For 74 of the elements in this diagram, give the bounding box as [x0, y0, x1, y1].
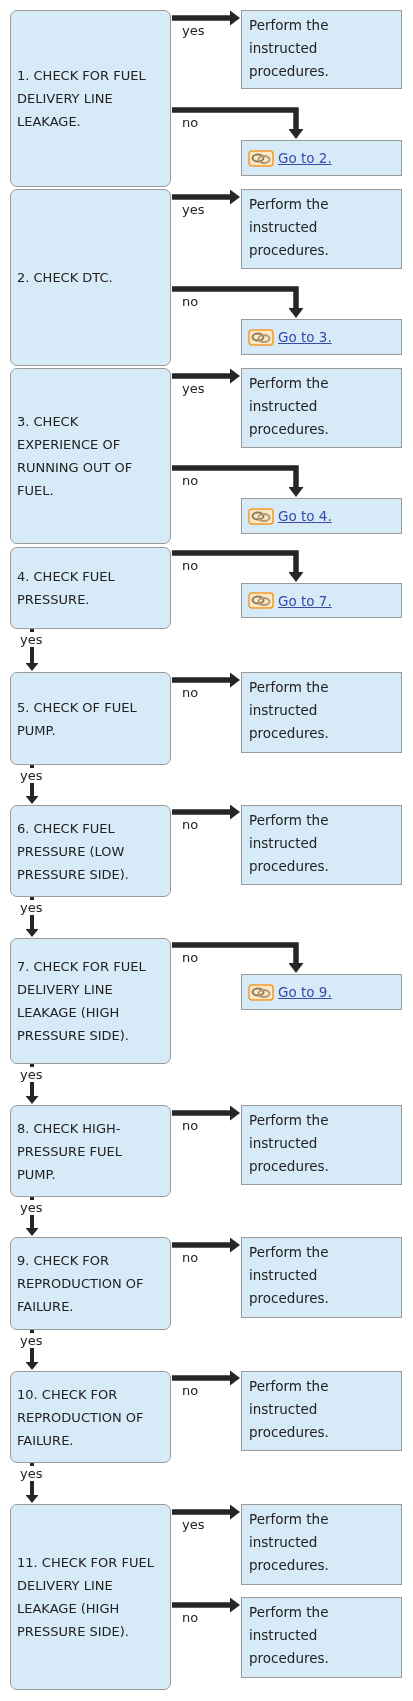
- step-text: 6. CHECK FUEL PRESSURE (LOW PRESSURE SIDE).: [17, 819, 130, 884]
- step-box: [10, 672, 171, 765]
- arrow: [172, 368, 240, 384]
- step-text: 4. CHECK FUEL PRESSURE.: [17, 568, 116, 609]
- action-text: Perform the instructed procedures.: [249, 374, 330, 439]
- link: Go to 7.: [278, 592, 332, 609]
- step-box: [10, 10, 171, 187]
- action-text: Perform the instructed procedures.: [249, 16, 330, 81]
- step-text: 10. CHECK FOR REPRODUCTION OF FAILURE.: [17, 1385, 145, 1450]
- arrow: [172, 465, 304, 497]
- arrow: [172, 1370, 240, 1386]
- step-box: [10, 938, 171, 1064]
- action-text: Perform the instructed procedures.: [249, 195, 330, 260]
- link: Go to 2.: [278, 150, 332, 166]
- arrow: [172, 1504, 240, 1520]
- arrow: [172, 189, 240, 205]
- action-text: Perform the instructed procedures.: [249, 1377, 330, 1442]
- action-box: [241, 1504, 402, 1585]
- step-text: 7. CHECK FOR FUEL DELIVERY LINE LEAKAGE (HIGH PRESSURE SIDE).: [17, 958, 147, 1045]
- link-box: [241, 583, 402, 618]
- arrow: [172, 1237, 240, 1253]
- step-box: [10, 189, 171, 366]
- edge-label: yes: [19, 768, 44, 783]
- arrow: [172, 942, 304, 973]
- step-box: [10, 1504, 171, 1690]
- step-box: [10, 1105, 171, 1197]
- step-box: [10, 368, 171, 544]
- step-box: [10, 547, 171, 629]
- link: Go to 3.: [278, 329, 332, 345]
- action-box: [241, 672, 402, 753]
- action-box: [241, 1237, 402, 1318]
- step-box: [10, 805, 171, 897]
- action-text: Perform the instructed procedures.: [249, 811, 330, 876]
- action-box: [241, 10, 402, 89]
- link: Go to 4.: [278, 508, 332, 524]
- arrow: [172, 286, 304, 318]
- link-box: [241, 974, 402, 1010]
- action-box: [241, 189, 402, 269]
- action-text: Perform the instructed procedures.: [249, 678, 330, 743]
- action-box: [241, 1597, 402, 1678]
- step-text: 2. CHECK DTC.: [17, 269, 113, 287]
- step-text: 1. CHECK FOR FUEL DELIVERY LINE LEAKAGE.: [17, 67, 147, 131]
- action-text: Perform the instructed procedures.: [249, 1510, 330, 1575]
- edge-label: yes: [19, 900, 44, 915]
- step-box: [10, 1371, 171, 1463]
- edge-label: yes: [19, 1067, 44, 1082]
- edge-label: yes: [19, 1200, 44, 1215]
- arrow: [172, 107, 304, 139]
- step-text: 8. CHECK HIGH-PRESSURE FUEL PUMP.: [17, 1119, 123, 1184]
- arrow: [172, 10, 240, 26]
- link-box: [241, 498, 402, 534]
- action-text: Perform the instructed procedures.: [249, 1111, 330, 1176]
- link: Go to 9.: [278, 984, 332, 1000]
- action-text: Perform the instructed procedures.: [249, 1243, 330, 1308]
- action-box: [241, 1105, 402, 1185]
- arrow: [172, 1597, 240, 1613]
- step-text: 11. CHECK FOR FUEL DELIVERY LINE LEAKAGE (HIGH PRESSURE SIDE).: [17, 1554, 155, 1641]
- edge-label: yes: [19, 1466, 44, 1481]
- edge-label: yes: [19, 632, 44, 647]
- action-box: [241, 805, 402, 885]
- arrow: [172, 672, 240, 688]
- action-box: [241, 1371, 402, 1451]
- arrow: [172, 550, 304, 582]
- step-text: 5. CHECK OF FUEL PUMP.: [17, 698, 138, 740]
- edge-label: yes: [19, 1333, 44, 1348]
- step-text: 9. CHECK FOR REPRODUCTION OF FAILURE.: [17, 1252, 145, 1316]
- step-box: [10, 1237, 171, 1330]
- link-box: [241, 140, 402, 176]
- arrow: [172, 804, 240, 820]
- action-box: [241, 368, 402, 448]
- action-text: Perform the instructed procedures.: [249, 1603, 330, 1668]
- step-text: 3. CHECK EXPERIENCE OF RUNNING OUT OF FUEL.: [17, 413, 134, 500]
- arrow: [172, 1105, 240, 1121]
- link-box: [241, 319, 402, 355]
